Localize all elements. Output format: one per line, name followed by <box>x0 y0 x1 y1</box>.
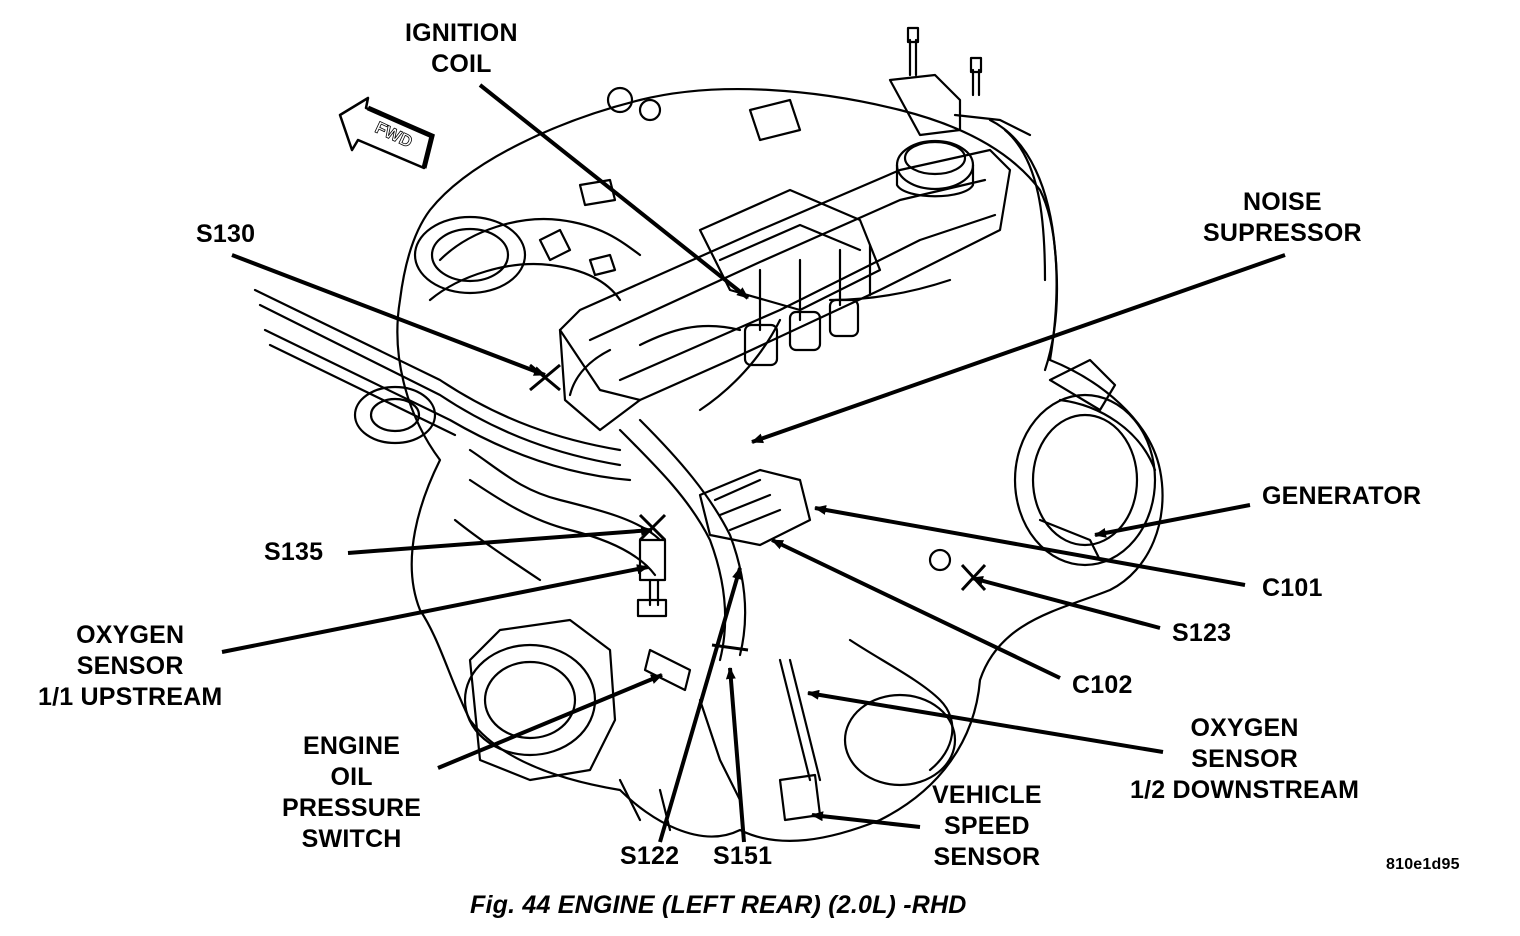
label-s123: S123 <box>1172 619 1232 647</box>
leader-s130 <box>231 253 546 377</box>
leader-lines <box>221 83 1286 843</box>
label-c102: C102 <box>1072 671 1133 699</box>
leader-ignition-coil <box>478 83 750 300</box>
leader-generator <box>1094 503 1251 538</box>
splice-marks <box>529 363 987 652</box>
leader-oxygen-upstream <box>221 564 649 654</box>
label-oxygen-sensor-downstream: OXYGEN SENSOR 1/2 DOWNSTREAM <box>1130 714 1360 804</box>
label-oxygen-sensor-upstream: OXYGEN SENSOR 1/1 UPSTREAM <box>38 621 223 711</box>
engine-illustration <box>253 26 1164 843</box>
leader-noise-supressor <box>751 253 1286 444</box>
leader-s151 <box>725 667 746 843</box>
label-noise-supressor: NOISE SUPRESSOR <box>1203 188 1362 247</box>
label-engine-oil-pressure-switch: ENGINE OIL PRESSURE SWITCH <box>282 732 422 853</box>
label-vehicle-speed-sensor: VEHICLE SPEED SENSOR <box>932 781 1042 871</box>
label-s122: S122 <box>620 842 680 870</box>
leader-s123 <box>971 575 1161 630</box>
leader-s122 <box>658 567 742 843</box>
leader-vehicle-speed <box>811 811 921 829</box>
leader-c101 <box>814 505 1246 587</box>
label-ignition-coil: IGNITION COIL <box>405 19 518 78</box>
label-s130: S130 <box>196 220 256 248</box>
label-s135: S135 <box>264 538 324 566</box>
label-c101: C101 <box>1262 574 1323 602</box>
leader-engine-oil <box>437 673 663 770</box>
label-s151: S151 <box>713 842 773 870</box>
leader-oxygen-downstream <box>807 689 1164 754</box>
leader-c102 <box>771 538 1061 680</box>
label-generator: GENERATOR <box>1262 482 1422 510</box>
figure-code: 810e1d95 <box>1386 856 1460 873</box>
figure-caption: Fig. 44 ENGINE (LEFT REAR) (2.0L) -RHD <box>470 891 967 919</box>
leader-s135 <box>347 525 653 555</box>
fwd-arrow-icon: FWD <box>338 96 435 170</box>
